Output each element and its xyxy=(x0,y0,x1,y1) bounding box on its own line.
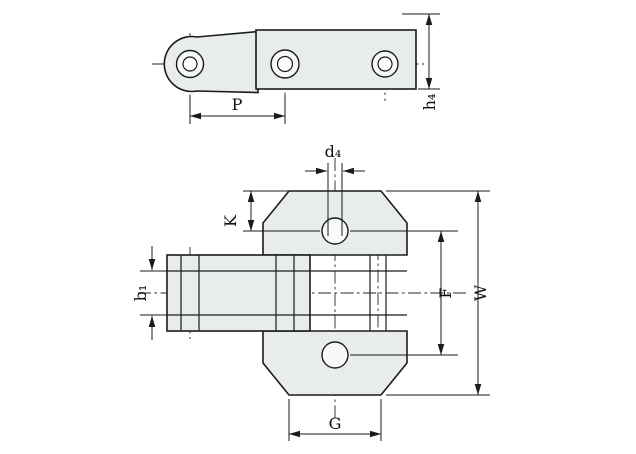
dimension-f: F xyxy=(350,230,458,356)
dim-label-w: W xyxy=(471,284,490,301)
dim-label-h4: h₄ xyxy=(420,94,439,111)
dim-label-g: G xyxy=(329,414,342,433)
attachment-hole-top xyxy=(321,217,349,245)
dimension-b1: b₁ xyxy=(131,246,168,340)
dimension-d4: d₄ xyxy=(305,142,365,236)
dim-label-f: F xyxy=(436,287,455,298)
attachment-hole-bottom xyxy=(321,341,349,369)
chain-link-plan xyxy=(166,254,311,332)
pin-hole xyxy=(276,55,294,73)
dimension-g: G xyxy=(288,399,382,441)
dim-label-p: P xyxy=(232,95,243,114)
side-view: P h₄ xyxy=(152,13,440,124)
pin-hole xyxy=(182,56,198,72)
dimension-w: W xyxy=(386,190,490,396)
dimension-p: P xyxy=(189,95,286,124)
pin-hole xyxy=(377,56,393,72)
dim-label-b1: b₁ xyxy=(131,285,150,302)
dim-label-d4: d₄ xyxy=(325,142,342,161)
plan-view: d₄ K b₁ F W xyxy=(131,142,490,441)
dimension-h4: h₄ xyxy=(402,13,440,111)
chain-inner-lines xyxy=(167,255,407,331)
side-view-holes xyxy=(175,49,399,79)
dim-label-k: K xyxy=(221,214,240,227)
dimension-k: K xyxy=(221,190,320,232)
